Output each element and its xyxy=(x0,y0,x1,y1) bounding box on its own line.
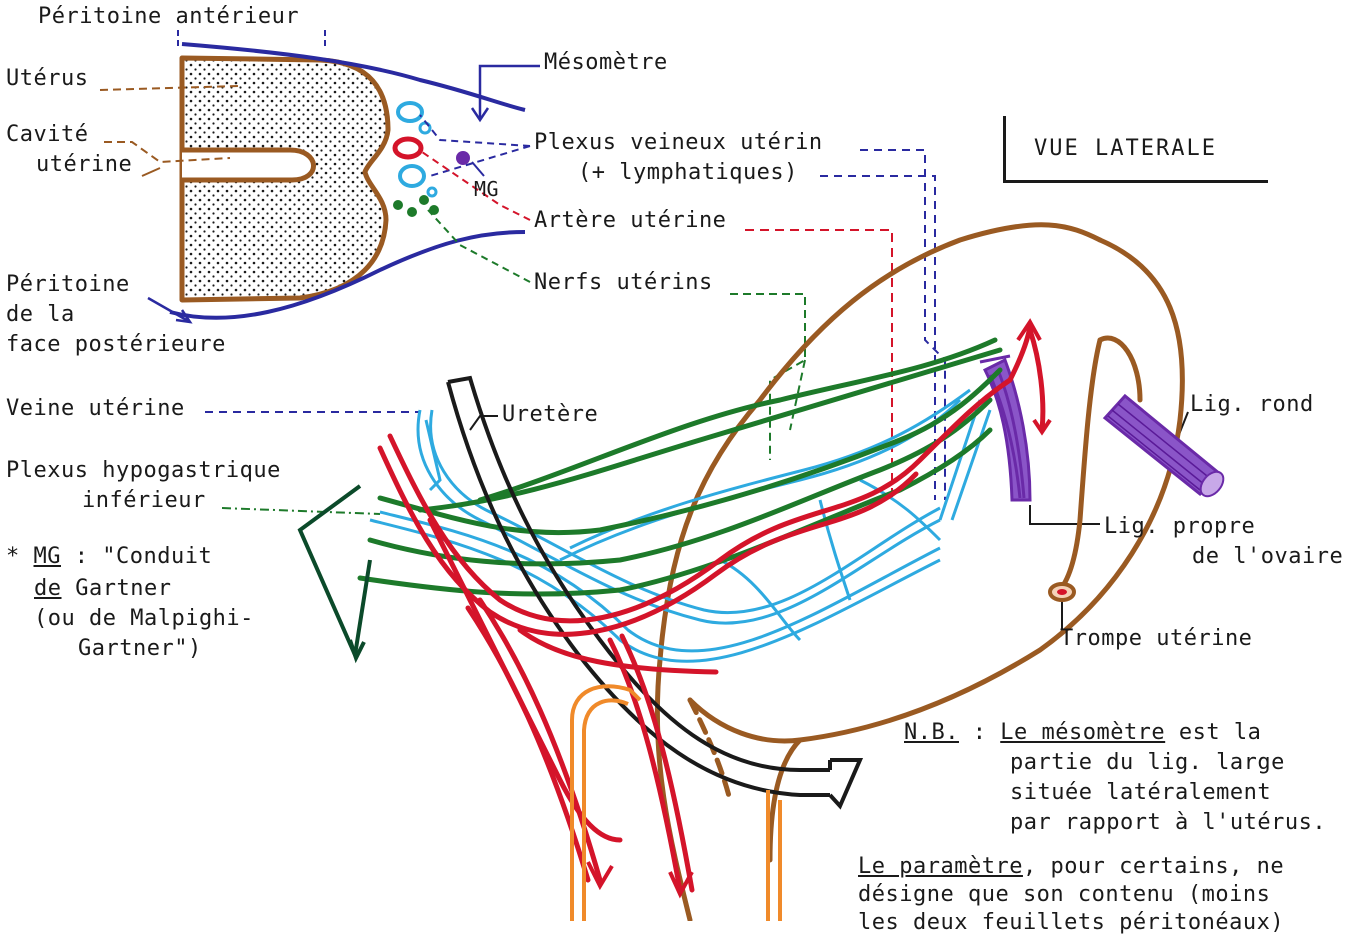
uterine-venous-plexus xyxy=(400,166,424,186)
label-plexus-hypo-1: Plexus hypogastrique xyxy=(6,456,281,486)
label-plexus-veineux-2: (+ lymphatiques) xyxy=(578,158,798,188)
cavite-leader-2 xyxy=(142,168,160,176)
nb-text-1: est la xyxy=(1165,720,1261,745)
label-lig-rond: Lig. rond xyxy=(1190,390,1314,420)
label-peritoine-post-1: Péritoine xyxy=(6,270,130,300)
footnote-de: de xyxy=(34,576,62,601)
label-cavite-2: utérine xyxy=(36,150,132,180)
view-title: VUE LATERALE xyxy=(1034,136,1217,161)
uterine-artery xyxy=(395,139,421,157)
nb-term: Le mésomètre xyxy=(1000,720,1165,745)
tube-lumen xyxy=(1057,589,1067,595)
lig-propre-leader xyxy=(1030,505,1100,524)
nb-text-5: , pour certains, ne xyxy=(1023,854,1284,879)
label-cavite-1: Cavité xyxy=(6,120,88,150)
footnote-text-1: : "Conduit xyxy=(61,544,212,569)
footnote-mg: MG xyxy=(34,544,62,569)
nb-line-5: Le paramètre, pour certains, ne xyxy=(858,852,1284,882)
uterine-nerve xyxy=(407,207,417,217)
uterus-lower xyxy=(770,740,800,860)
gartner-duct xyxy=(456,151,470,165)
nb-line-2: partie du lig. large xyxy=(1010,748,1285,778)
uterine-nerve xyxy=(393,200,403,210)
nb-line-1: N.B. : Le mésomètre est la xyxy=(904,718,1261,748)
label-mg: MG xyxy=(474,174,499,204)
nb-term-2: Le paramètre xyxy=(858,854,1023,879)
nb-line-4: par rapport à l'utérus. xyxy=(1010,808,1326,838)
inferior-hypogastric-plexus xyxy=(300,486,370,658)
nb-colon: : xyxy=(959,720,1000,745)
tube-inner xyxy=(1060,340,1100,590)
uterine-cavity xyxy=(182,150,314,180)
footnote-line-3: (ou de Malpighi- xyxy=(34,604,254,634)
uterine-venous-plexus xyxy=(398,103,422,121)
nb-line-3: située latéralement xyxy=(1010,778,1271,808)
mesometre-leader xyxy=(480,66,540,118)
footnote-line-2: de Gartner xyxy=(34,574,171,604)
footnote-line-1: * MG : "Conduit xyxy=(6,542,212,572)
label-uterus: Utérus xyxy=(6,64,88,94)
ovarian-ligament xyxy=(980,356,1030,500)
label-trompe: Trompe utérine xyxy=(1060,624,1252,654)
footnote-line-4: Gartner") xyxy=(78,634,202,664)
nb-line-7: les deux feuillets péritonéaux) xyxy=(858,908,1284,938)
label-plexus-veineux-1: Plexus veineux utérin xyxy=(534,128,823,158)
label-uretere: Uretère xyxy=(502,400,598,430)
artere-right-leader xyxy=(745,230,892,500)
label-lig-propre-1: Lig. propre xyxy=(1104,512,1255,542)
label-veine-uterine: Veine utérine xyxy=(6,394,185,424)
footnote-text-2: Gartner xyxy=(62,576,172,601)
cross-section xyxy=(170,44,525,318)
view-title-box: VUE LATERALE xyxy=(1003,116,1268,183)
nerfs-right-leader xyxy=(730,294,805,460)
label-peritoine-anterieur: Péritoine antérieur xyxy=(38,2,299,32)
label-nerfs-uterins: Nerfs utérins xyxy=(534,268,713,298)
nb-prefix: N.B. xyxy=(904,720,959,745)
label-artere-uterine: Artère utérine xyxy=(534,206,726,236)
label-peritoine-post-3: face postérieure xyxy=(6,330,226,360)
uterine-nerve xyxy=(419,195,429,205)
label-plexus-hypo-2: inférieur xyxy=(82,486,206,516)
footnote-star: * xyxy=(6,544,20,569)
plexus-hypo-leader xyxy=(222,508,380,514)
label-peritoine-post-2: de la xyxy=(6,300,75,330)
label-mesometre: Mésomètre xyxy=(544,48,668,78)
nb-line-6: désigne que son contenu (moins xyxy=(858,880,1270,910)
label-lig-propre-2: de l'ovaire xyxy=(1192,542,1343,572)
uterine-venous-plexus xyxy=(428,188,436,196)
tube-inner-2 xyxy=(1100,338,1140,400)
